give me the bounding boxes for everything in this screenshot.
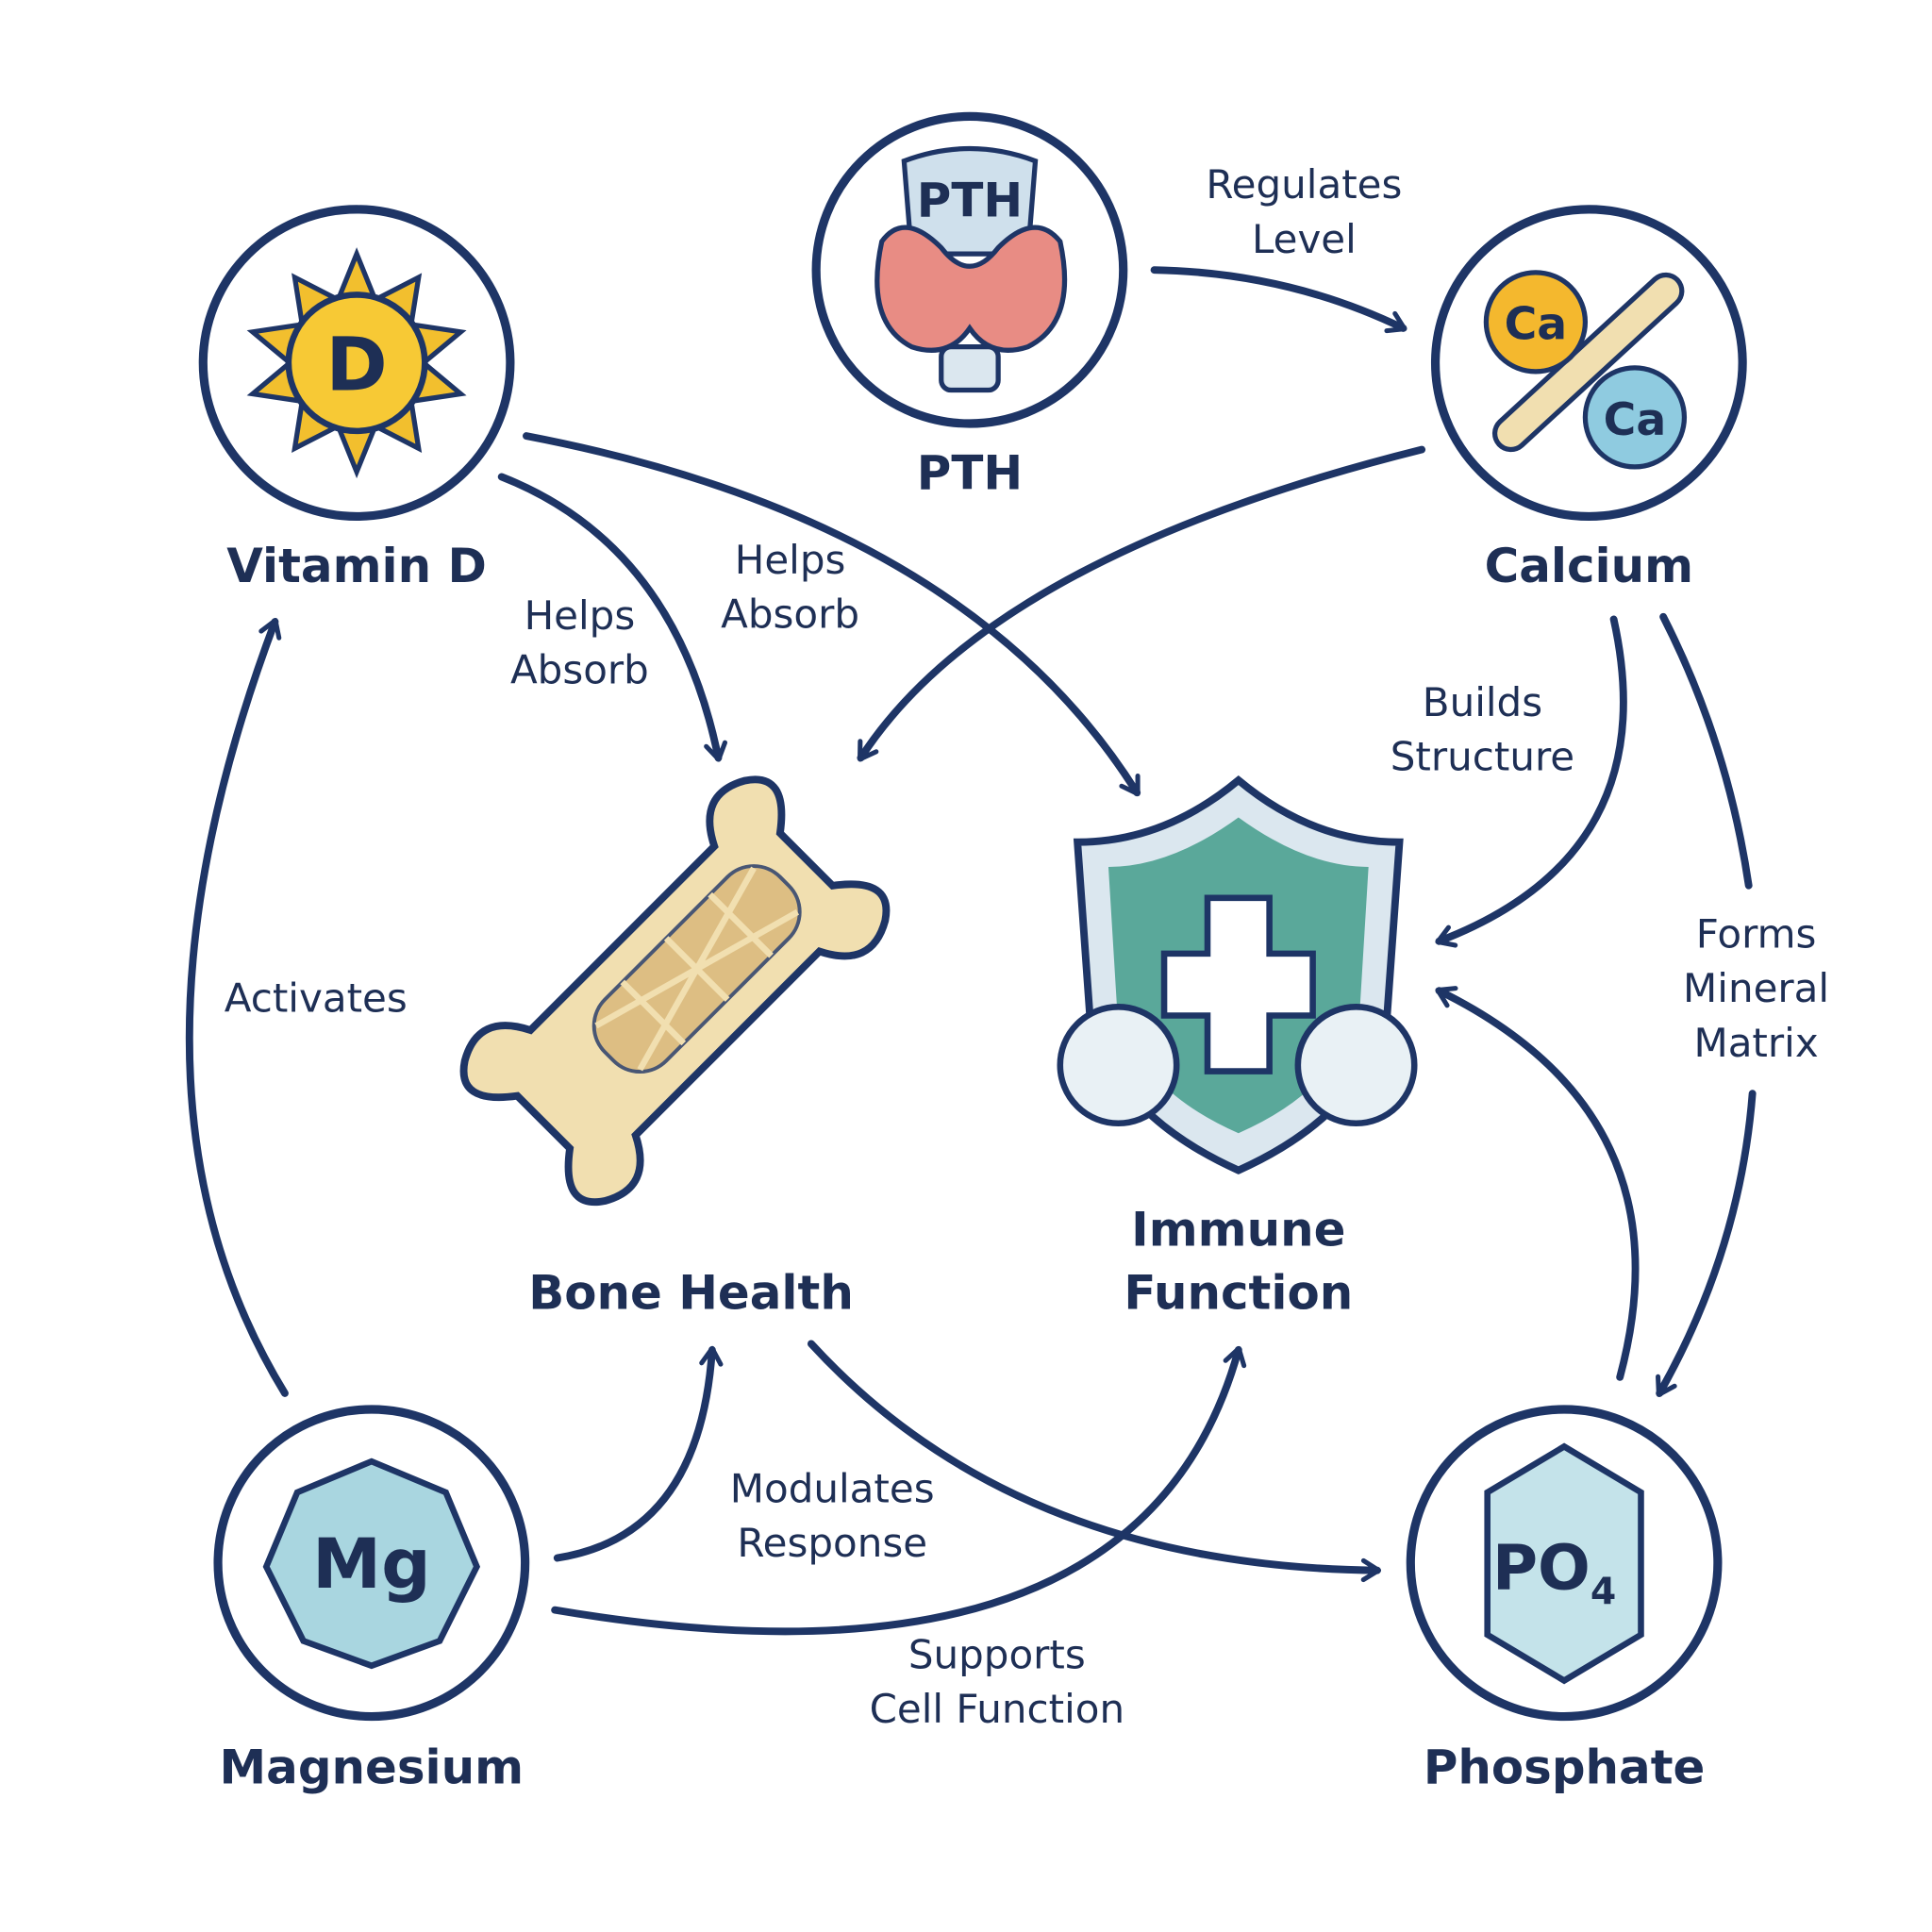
arrow-calcium-immune xyxy=(1435,615,1627,948)
phosphate-icon-text: PO4 xyxy=(1492,1532,1616,1613)
vitamin-d-label: Vitamin D xyxy=(226,539,487,593)
node-immune-function: Immune Function xyxy=(1057,774,1418,1321)
bone-icon xyxy=(459,775,891,1207)
arrow-magnesium-immune xyxy=(551,1345,1247,1636)
edge-label: Absorb xyxy=(721,591,859,638)
magnesium-icon-text: Mg xyxy=(312,1524,431,1605)
magnesium-label: Magnesium xyxy=(220,1740,525,1794)
arrow-calcium-phosphate-a xyxy=(1659,612,1753,890)
arrow-magnesium-bone xyxy=(553,1345,724,1562)
immune-function-label-2: Function xyxy=(1124,1266,1353,1321)
edge-label: Matrix xyxy=(1693,1020,1818,1066)
pth-icon-text: PTH xyxy=(917,174,1023,228)
edge-label: Absorb xyxy=(510,647,649,693)
edge-label: Structure xyxy=(1391,734,1574,780)
edge-labels: Regulates Level Helps Absorb Helps Absor… xyxy=(225,161,1829,1732)
node-calcium: Ca Ca Calcium xyxy=(1430,205,1747,593)
immune-cell-icon xyxy=(1294,1004,1418,1127)
arrow-calcium-phosphate-b xyxy=(1656,1090,1757,1397)
bone-health-label: Bone Health xyxy=(528,1266,854,1321)
arrow-magnesium-vitd xyxy=(185,617,289,1397)
arrow-bone-phosphate xyxy=(807,1340,1382,1583)
arrow-pth-calcium xyxy=(1150,266,1407,334)
edge-label: Helps xyxy=(735,537,846,583)
vitamin-d-icon-text: D xyxy=(325,322,387,408)
calcium-bone-icon: Ca Ca xyxy=(1483,270,1688,470)
arrow-calcium-bone xyxy=(857,445,1426,762)
edge-label: Response xyxy=(737,1520,927,1566)
edge-label: Level xyxy=(1252,216,1357,262)
edge-label: Builds xyxy=(1423,679,1542,725)
calcium-icon-text-1: Ca xyxy=(1505,299,1568,351)
edge-label: Regulates xyxy=(1206,161,1402,208)
phosphate-crystal-icon xyxy=(1484,1442,1644,1685)
edge-label: Modulates xyxy=(730,1465,935,1511)
magnesium-crystal-icon xyxy=(262,1457,481,1670)
edge-label: Helps xyxy=(525,592,636,639)
edge-label: Cell Function xyxy=(870,1686,1124,1732)
calcium-label: Calcium xyxy=(1485,539,1694,593)
edge-label: Activates xyxy=(225,975,408,1022)
sun-icon: D xyxy=(246,247,467,479)
immune-function-label-1: Immune xyxy=(1131,1203,1345,1257)
thyroid-icon: PTH xyxy=(874,145,1068,393)
immune-cell-icon xyxy=(1057,1004,1180,1127)
arrows xyxy=(185,266,1757,1636)
edge-label: Supports xyxy=(908,1631,1086,1677)
node-magnesium: Mg Magnesium xyxy=(213,1405,530,1794)
arrow-vitd-immune xyxy=(523,432,1141,797)
node-bone-health: Bone Health xyxy=(459,775,891,1321)
node-pth: PTH PTH xyxy=(811,111,1128,501)
arrow-phosphate-immune xyxy=(1435,986,1640,1381)
edge-label: Forms xyxy=(1696,910,1817,957)
calcium-icon-text-2: Ca xyxy=(1604,394,1667,446)
edge-label: Mineral xyxy=(1683,965,1829,1011)
phosphate-label: Phosphate xyxy=(1424,1740,1706,1794)
node-phosphate: PO4 Phosphate xyxy=(1406,1405,1723,1794)
node-vitamin-d: D Vitamin D xyxy=(198,205,515,593)
arrow-vitd-bone xyxy=(497,473,728,762)
pth-label: PTH xyxy=(917,446,1023,501)
